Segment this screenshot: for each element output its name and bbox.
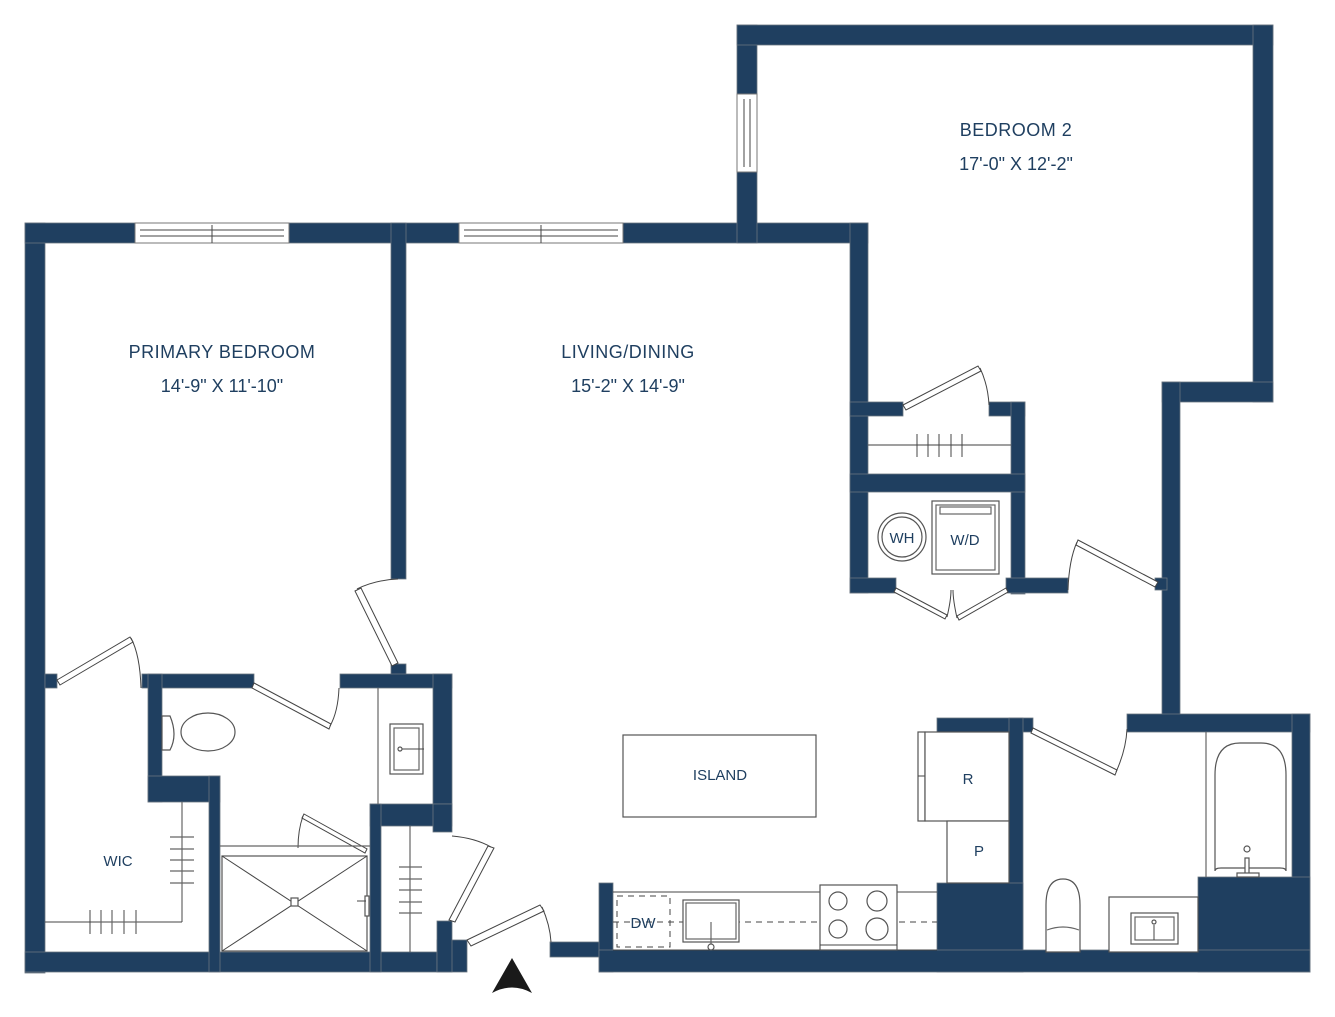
window-bedroom-2 — [736, 93, 758, 173]
wall-bath-top-left — [141, 673, 255, 689]
wall-wic-right — [208, 775, 221, 973]
north-arrow-icon — [492, 958, 532, 993]
closet-rod-bedroom-2 — [868, 434, 1011, 457]
vanity-primary-bath — [377, 688, 424, 804]
room-dimensions-primary-bedroom: 14'-9" X 11'-10" — [161, 376, 283, 396]
wall-top-primary-2 — [287, 222, 461, 244]
wall-closet-top-left — [849, 401, 904, 417]
door-wic — [56, 636, 142, 689]
label-refrigerator: R — [963, 771, 974, 788]
label-wic: WIC — [103, 853, 132, 870]
room-name-living-dining: LIVING/DINING — [561, 342, 695, 362]
wall-linen-right-lower — [436, 920, 453, 973]
door-bedroom-2 — [1067, 539, 1159, 591]
dishwasher — [616, 895, 671, 948]
toilet-primary-bath — [161, 712, 236, 752]
label-dishwasher: DW — [631, 915, 657, 932]
wall-bed2-right — [1252, 24, 1274, 403]
wall-laundry-bottom-right — [1005, 577, 1069, 594]
wall-top-primary — [24, 222, 138, 244]
wall-wic-door-jamb — [44, 673, 58, 689]
wall-bath2-top-right — [1126, 713, 1311, 733]
fixtures — [45, 434, 1287, 953]
door-bath-2 — [1030, 727, 1128, 776]
doors — [56, 365, 1159, 947]
wall-bed2-left-lower — [736, 171, 758, 244]
cooktop — [819, 884, 898, 951]
fixture-labels: WIC ISLAND R P DW WH W/D — [103, 530, 984, 932]
room-name-primary-bedroom: PRIMARY BEDROOM — [129, 342, 316, 362]
linen-shelving — [399, 826, 422, 952]
window-living — [458, 222, 624, 244]
wall-primary-living — [390, 222, 407, 580]
door-linen — [448, 835, 495, 923]
wall-linen-left — [369, 803, 382, 973]
wall-closet-divider — [849, 473, 1026, 493]
wall-outer-left — [24, 222, 46, 974]
bathtub — [1205, 732, 1287, 878]
wall-closet-right — [1010, 401, 1026, 595]
door-laundry — [893, 587, 1009, 621]
wall-linen-right-upper — [432, 803, 453, 833]
shower — [220, 845, 370, 952]
room-name-bedroom-2: BEDROOM 2 — [960, 120, 1073, 140]
wall-laundry-bottom-left — [849, 577, 897, 594]
kitchen-island — [622, 734, 817, 818]
washer-dryer — [931, 500, 1000, 575]
door-primary-bedroom — [354, 578, 399, 667]
wall-bottom-entry-right — [549, 941, 603, 958]
water-heater — [877, 512, 927, 562]
toilet-bath-2 — [1045, 878, 1081, 953]
label-pantry: P — [974, 843, 984, 860]
kitchen-sink — [682, 899, 740, 951]
door-shower — [297, 813, 368, 854]
windows — [134, 93, 758, 244]
wic-shelving — [45, 802, 194, 934]
label-washer-dryer: W/D — [950, 532, 979, 549]
door-primary-bath — [251, 682, 340, 730]
room-labels: PRIMARY BEDROOM 14'-9" X 11'-10" LIVING/… — [129, 120, 1073, 396]
label-water-heater: WH — [890, 530, 915, 547]
window-primary-bedroom — [134, 222, 290, 244]
wall-bath-right — [432, 673, 453, 805]
label-island: ISLAND — [693, 767, 747, 784]
vanity-bath-2 — [1108, 896, 1199, 953]
wall-bottom-kitchen — [598, 949, 1311, 973]
room-dimensions-bedroom-2: 17'-0" X 12'-2" — [959, 154, 1073, 174]
pantry — [946, 820, 1010, 884]
door-bedroom2-closet — [902, 365, 990, 411]
wall-bath-ledge — [147, 775, 221, 803]
wall-bed2-right-lower — [1161, 381, 1181, 721]
wall-bed2-top — [736, 24, 1274, 46]
door-entry — [466, 904, 552, 947]
refrigerator — [917, 731, 1010, 822]
wall-bottom-left — [24, 951, 453, 973]
room-dimensions-living-dining: 15'-2" X 14'-9" — [571, 376, 685, 396]
walls — [24, 24, 1311, 974]
